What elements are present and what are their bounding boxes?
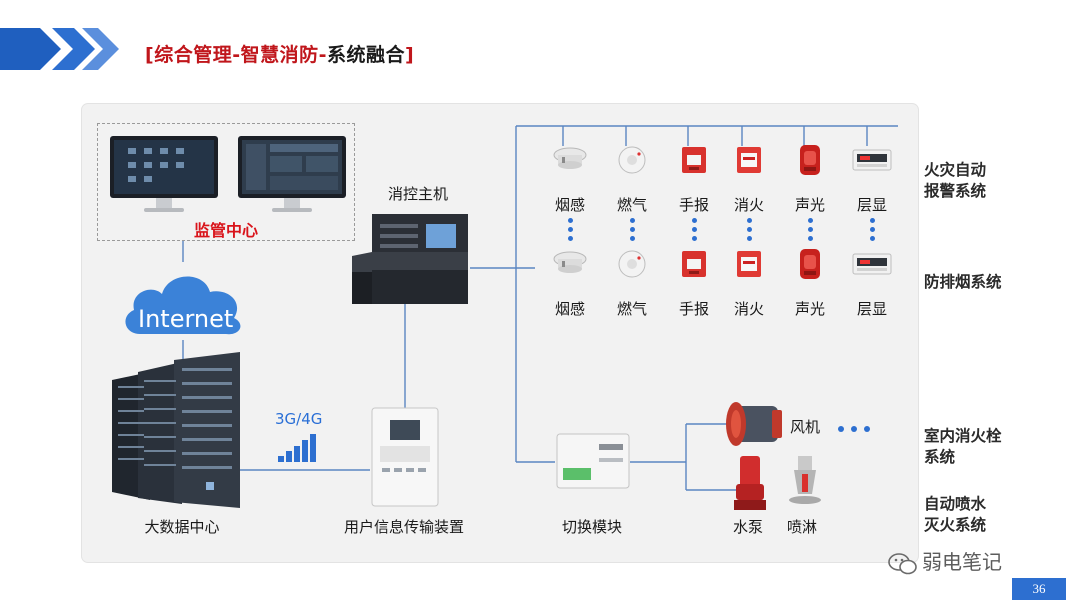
signal-bars-icon xyxy=(278,434,316,462)
page-number: 36 xyxy=(1012,578,1066,600)
sound-light-alarm-icon xyxy=(797,143,823,181)
detector-label: 烟感 xyxy=(554,300,586,318)
detector-label: 手报 xyxy=(678,196,710,214)
user-info-device-label: 用户信息传输装置 xyxy=(343,518,465,536)
floor-display-icon xyxy=(852,253,892,279)
pump-icon xyxy=(734,456,766,510)
smoke-detector-icon xyxy=(552,145,588,179)
big-data-center-label: 大数据中心 xyxy=(144,518,220,536)
fire-control-host-label: 消控主机 xyxy=(387,185,449,203)
fan-label: 风机 xyxy=(790,418,821,436)
detector-label: 消火 xyxy=(733,300,765,318)
cloud-icon xyxy=(125,276,241,335)
system-label-smoke-exhaust: 防排烟系统 xyxy=(924,273,1002,291)
manual-alarm-icon xyxy=(680,145,708,179)
system-label-line: 灭火系统 xyxy=(924,516,987,534)
more-dots xyxy=(869,218,875,245)
smoke-detector-icon xyxy=(552,249,588,283)
detector-label: 层显 xyxy=(856,300,888,318)
sprinkler-icon xyxy=(789,456,821,504)
header-chevron-icon xyxy=(0,28,119,70)
more-dots xyxy=(629,218,635,245)
gas-detector-icon xyxy=(617,249,647,283)
pump-label: 水泵 xyxy=(732,518,764,536)
more-dots xyxy=(746,218,752,245)
more-dots xyxy=(838,417,877,436)
detector-label: 消火 xyxy=(733,196,765,214)
detector-label: 燃气 xyxy=(616,196,648,214)
gas-detector-icon xyxy=(617,145,647,179)
detector-label: 手报 xyxy=(678,300,710,318)
monitor-icon xyxy=(238,136,346,212)
system-label-line: 报警系统 xyxy=(924,182,987,200)
detector-label: 声光 xyxy=(794,300,826,318)
title-bracket-close: ] xyxy=(404,44,415,66)
more-dots xyxy=(807,218,813,245)
manual-alarm-icon xyxy=(680,249,708,283)
hydrant-button-icon xyxy=(735,145,763,179)
watermark-text: 弱电笔记 xyxy=(922,550,1002,574)
switch-module-icon xyxy=(556,433,630,489)
detector-label: 层显 xyxy=(856,196,888,214)
internet-label: Internet xyxy=(138,305,234,333)
more-dots xyxy=(567,218,573,245)
monitor-icon xyxy=(110,136,218,212)
wechat-icon xyxy=(888,552,917,574)
detector-label: 燃气 xyxy=(616,300,648,318)
floor-display-icon xyxy=(852,149,892,175)
system-label-sprinkler: 自动喷水 灭火系统 xyxy=(924,494,986,536)
title-bracket-open: [ xyxy=(145,44,155,66)
system-label-line: 系统 xyxy=(924,448,956,466)
network-label: 3G/4G xyxy=(275,410,323,428)
system-label-line: 火灾自动 xyxy=(924,161,987,179)
title-dark-part: 系统融合 xyxy=(326,44,405,66)
title-red-part: 综合管理-智慧消防- xyxy=(154,44,327,66)
detector-label: 烟感 xyxy=(554,196,586,214)
supervision-center-label: 监管中心 xyxy=(193,221,259,240)
sound-light-alarm-icon xyxy=(797,247,823,285)
fire-control-host-icon xyxy=(352,214,468,304)
sprinkler-label: 喷淋 xyxy=(786,518,818,536)
system-label-line: 室内消火栓 xyxy=(924,427,1002,445)
switch-module-label: 切换模块 xyxy=(561,518,623,536)
watermark: 弱电笔记 xyxy=(888,546,1002,576)
supervision-center-box xyxy=(97,123,355,241)
server-rack-icon xyxy=(112,352,240,508)
detector-label: 声光 xyxy=(794,196,826,214)
user-info-device-icon xyxy=(371,407,439,507)
more-dots xyxy=(691,218,697,245)
fan-icon xyxy=(726,402,782,446)
hydrant-button-icon xyxy=(735,249,763,283)
system-label-hydrant: 室内消火栓 系统 xyxy=(924,426,1002,468)
system-label-fire-alarm: 火灾自动 报警系统 xyxy=(924,160,986,202)
page-title: [综合管理-智慧消防-系统融合] xyxy=(145,40,414,67)
system-label-line: 自动喷水 xyxy=(924,495,987,513)
